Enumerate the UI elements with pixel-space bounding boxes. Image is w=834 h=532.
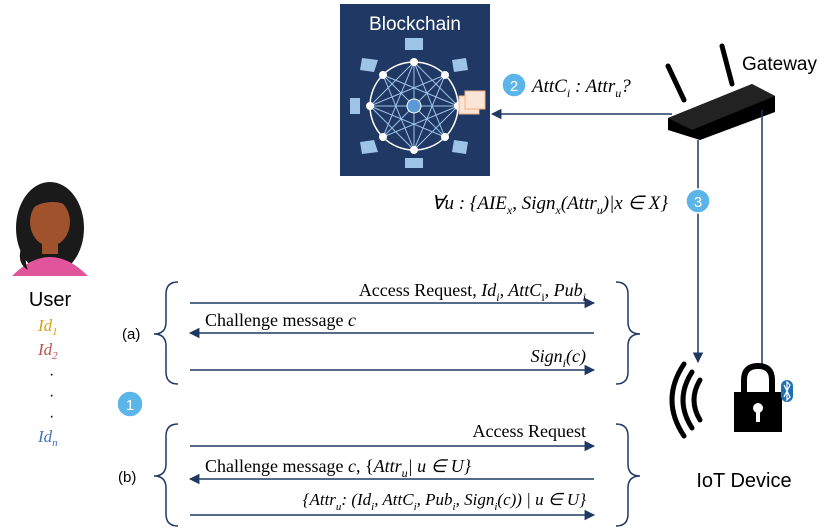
phase-a-right-brace: [615, 281, 641, 385]
step1-badge: 1: [116, 390, 144, 418]
user-ellipsis-2: ·: [49, 387, 54, 404]
user-id-1: Id1: [37, 316, 58, 338]
msg-a-signature: Signi(c): [531, 346, 586, 370]
phase-a-label: (a): [122, 326, 140, 343]
user-id-2: Id2: [37, 340, 58, 362]
phase-b-right-brace: [615, 423, 641, 527]
gateway-router-icon: [665, 43, 775, 140]
msg-a-access-request: Access Request, Idi, AttCi, Pubi: [359, 280, 586, 304]
lock-icon: [734, 362, 782, 432]
blockchain-network-icon: [350, 38, 486, 168]
step2-badge: 2: [501, 72, 527, 98]
user-label: User: [29, 289, 72, 311]
step2-query: AttCi : Attru?: [530, 76, 631, 100]
step3-badge: 3: [685, 188, 711, 214]
iot-device-label: IoT Device: [696, 470, 791, 492]
user-ellipsis-3: ·: [49, 408, 54, 425]
svg-text:1: 1: [126, 397, 134, 414]
gateway-label: Gateway: [742, 54, 817, 75]
blockchain-panel: Blockchain: [340, 4, 490, 176]
phase-b-left-brace: [153, 423, 179, 527]
msg-a-challenge: Challenge message c: [205, 310, 356, 330]
user-ellipsis-1: ·: [49, 366, 54, 383]
phase-b-label: (b): [118, 469, 136, 486]
bluetooth-icon: [781, 380, 793, 402]
user-avatar: [12, 182, 88, 276]
msg-b-access-request: Access Request: [473, 421, 586, 441]
user-id-n: Idn: [37, 427, 58, 449]
blockchain-title: Blockchain: [369, 14, 461, 35]
wireless-signal-icon: [669, 361, 703, 439]
step3-response: ∀u : {AIEx, Signx(Attru)|x ∈ X}: [431, 193, 668, 217]
phase-a-left-brace: [153, 281, 179, 385]
msg-b-attributes: {Attru: (Idi, AttCi, Pubi, Signi(c)) | u…: [303, 490, 587, 513]
msg-b-challenge: Challenge message c, {Attru| u ∈ U}: [205, 456, 472, 480]
svg-text:3: 3: [694, 194, 702, 211]
svg-text:2: 2: [510, 78, 518, 95]
